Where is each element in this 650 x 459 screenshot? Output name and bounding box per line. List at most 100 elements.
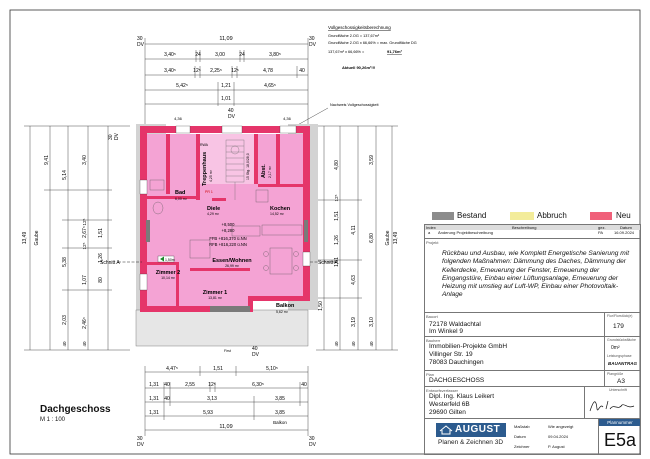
footer-row: AUGUST Planen & Zeichnen 3D Maßstab Wie … <box>424 418 641 455</box>
entwurf-label: Entwurfsverfasser <box>426 388 459 393</box>
meta-box: Maßstab Wie angezeigt Datum 09.04.2024 Z… <box>512 420 598 454</box>
room-kochen-name: Kochen <box>270 206 291 212</box>
room-abst-area: 2,17 m² <box>268 165 272 178</box>
calc-title: Vollgeschossigkeitsberechnung <box>328 25 391 30</box>
room-diele-area: 4,29 m² <box>207 212 220 216</box>
axis-top-left-dv: DV <box>137 42 145 48</box>
grund-cell: Grundstücksfläche 0m² Leistungsphase BAU… <box>604 337 641 371</box>
dim-left-p2: 3,40 <box>82 155 88 165</box>
dim-left-p5: 12⁵ <box>82 242 87 249</box>
dim-left-p0: 9,41 <box>44 155 50 165</box>
dim-top-r2-3: 24 <box>239 52 245 58</box>
roof-bottom <box>135 309 309 347</box>
bauort-l2: Im Winkel 9 <box>429 328 463 335</box>
axis-left-top-dv: DV <box>114 132 120 140</box>
dim-top-r2-1: 24 <box>195 52 201 58</box>
bauort-label: Bauort <box>426 314 438 319</box>
dim-bot-r3-0: 1,31 <box>149 396 159 402</box>
room-zimmer1-area: 13,81 m² <box>208 296 223 300</box>
room-diele-name: Diele <box>207 206 220 212</box>
signature-cell: Unterschrift <box>584 387 641 419</box>
room-abst-name: Abst. <box>261 164 267 178</box>
projekt-text: Rückbau und Ausbau, wie Komplett Energet… <box>442 250 630 299</box>
changes-h-date: Datum <box>620 225 632 230</box>
dim-top-total: 11,09 <box>219 36 232 42</box>
dim-right-p14: 40 <box>334 341 339 347</box>
level-ffb1: FFB +816,370 ü.NN <box>209 236 246 241</box>
meta-datum: 09.04.2024 <box>548 434 569 439</box>
level-2: +8,280 <box>222 228 236 233</box>
dim-top-r4-1: 1,01 <box>221 96 231 102</box>
dims-bottom-lines <box>144 366 309 436</box>
dim-top-inner-1: 4,36 <box>283 116 292 121</box>
flur-value: 179 <box>613 323 624 330</box>
dims-top-lines <box>144 38 309 125</box>
plan-title: Dachgeschoss M 1 : 100 <box>40 404 111 423</box>
changes-table: Index Beschreibung gez. Datum a Änderung… <box>424 224 640 237</box>
windows <box>139 125 311 291</box>
dim-bot-r1-1: 1,51 <box>213 366 223 372</box>
dim-bot-r4-0: 1,31 <box>149 410 159 416</box>
dim-left-p1: 5,14 <box>62 170 68 180</box>
room-essen-name: Essen/Wohnen <box>212 258 252 264</box>
stair-steps <box>225 139 245 200</box>
meta-zeichner: P. August <box>548 444 565 449</box>
dim-bot-r4-2: 3,85 <box>275 410 285 416</box>
plannummer-cell: Plannummer E5a <box>598 419 641 455</box>
axis-bot-right-dv: DV <box>309 442 317 448</box>
room-zimmer2-name: Zimmer 2 <box>156 270 180 276</box>
dim-right-p12: 1,51 <box>334 257 340 267</box>
dim-right-p4: 1,51 <box>334 211 340 221</box>
walls-existing <box>146 220 308 312</box>
leistung-value: BAUANTRAG <box>608 361 637 366</box>
meta-datum-label: Datum <box>514 434 526 439</box>
dim-top-r4-0: 5,42⁵ <box>176 83 188 89</box>
axis-top-right-dv: DV <box>309 42 317 48</box>
dim-left-p11: 2,03 <box>62 315 68 325</box>
dim-bot-r1-0: 4,47⁵ <box>166 366 178 372</box>
dim-right-p2: 6,80 <box>369 233 375 243</box>
bauort-row: Bauort 72178 Waldachtal Im Winkel 9 Flur… <box>424 312 640 337</box>
dim-top-r2-4: 3,80⁵ <box>269 52 281 58</box>
changes-h-desc: Beschreibung <box>512 225 537 230</box>
dim-left-p12: 2,46⁵ <box>82 317 88 329</box>
bauherr-row: Bauherr Immobilien-Projekte GmbH Villing… <box>424 336 640 371</box>
dim-right-p7: 3,19 <box>351 317 357 327</box>
company-logo: AUGUST Planen & Zeichnen 3D <box>436 423 506 449</box>
changes-header: Index Beschreibung gez. Datum <box>424 225 640 230</box>
calc-line1: Grundfläche 2.OG = 137,67m² <box>328 34 380 38</box>
height-marker-label: 1,50m <box>165 258 175 262</box>
room-treppe-name: Treppenhaus <box>202 152 208 186</box>
height-marker <box>157 255 175 263</box>
company-brand: AUGUST <box>455 424 501 435</box>
axis-bot-left-dv: DV <box>137 442 145 448</box>
entwurf-row: Entwurfsverfasser Dipl. Ing. Klaus Leike… <box>424 386 640 419</box>
legend-abbruch-swatch <box>510 212 534 220</box>
axis-bot-right-val: 30 <box>309 436 315 442</box>
axis-top-mid-val: 40 <box>228 108 234 114</box>
calc-line3b: 91,76m² <box>387 49 403 54</box>
dim-top-r3-4: 4,78 <box>263 68 273 74</box>
projekt-box: Projekt Rückbau und Ausbau, wie Komplett… <box>424 238 640 309</box>
dim-left-p4: 2,67⁵ <box>82 226 88 238</box>
room-zimmer1-name: Zimmer 1 <box>203 290 227 296</box>
plan-value: DACHGESCHOSS <box>429 377 485 384</box>
dim-right-p13: 1,50 <box>318 301 324 311</box>
projekt-label: Projekt <box>426 240 439 245</box>
changes-row-index: a <box>428 230 431 235</box>
room-essen-area: 26,99 m² <box>225 264 240 268</box>
dim-bot-r2-5: 40 <box>301 382 307 388</box>
dim-left-p8: 5,38 <box>62 257 68 267</box>
dim-top-r3-5: 40 <box>299 68 305 74</box>
level-pr: PR 1 <box>205 190 213 194</box>
dim-bot-r4-1: 5,93 <box>203 410 213 416</box>
changes-h-by: gez. <box>598 225 606 230</box>
meta-zeichner-label: Zeichner <box>514 444 530 449</box>
entwurf-l1: Dipl. Ing. Klaus Leikert <box>429 393 495 400</box>
green-arrow-icon <box>160 256 164 262</box>
meta-massstab: Wie angezeigt <box>548 424 574 429</box>
calc-line3a: 137,67m² x 66,66% = <box>328 50 365 54</box>
dim-right-p10: 40 <box>369 341 374 347</box>
furniture <box>149 179 303 275</box>
